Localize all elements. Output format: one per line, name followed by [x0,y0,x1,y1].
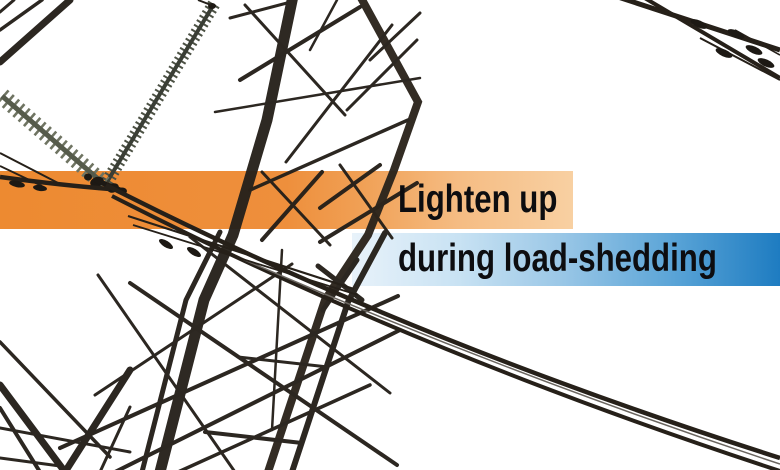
blue-banner [352,233,780,286]
lattice-tower [0,0,423,470]
power-lines-bottom [104,182,780,470]
headline-line2: during load-shedding [398,237,717,280]
insulator-string-left [0,89,110,191]
headline-line1: Lighten up [398,178,558,221]
jumper-wires-left [0,152,111,192]
power-lines-top-right [619,0,780,81]
insulator-string-right [101,0,220,186]
